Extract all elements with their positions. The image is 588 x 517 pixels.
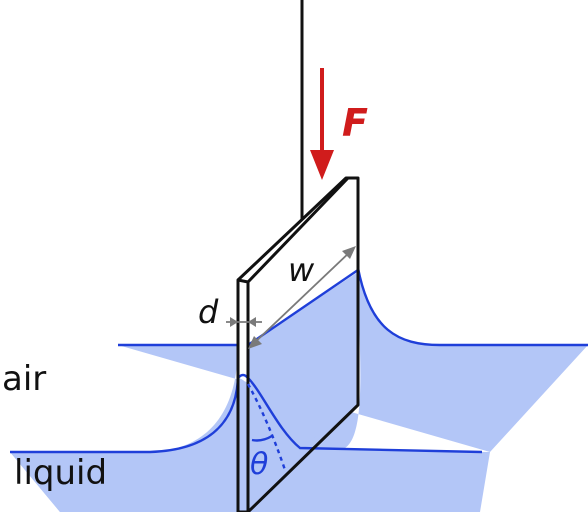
thickness-arrowhead-b — [248, 317, 256, 327]
liquid-front — [10, 378, 300, 512]
force-arrowhead — [310, 150, 334, 180]
contact-angle-tangent — [246, 383, 287, 471]
liquid-label: liquid — [14, 453, 108, 493]
width-arrowhead-b — [342, 246, 356, 259]
width-dimension-arrow — [251, 249, 353, 346]
meniscus-left-curve — [10, 377, 240, 454]
liquid-right-sheet — [248, 272, 358, 448]
contact-angle-arc — [251, 434, 273, 442]
width-label: w — [288, 251, 315, 289]
thickness-arrowhead-a — [230, 317, 238, 327]
meniscus-front-curve — [247, 377, 483, 454]
meniscus-right — [356, 267, 588, 347]
air-label: air — [2, 359, 47, 399]
thickness-label: d — [198, 293, 219, 331]
width-arrowhead-a — [248, 336, 262, 349]
contact-angle-label: θ — [250, 447, 269, 482]
plate-top-edge — [236, 176, 358, 282]
force-label: F — [342, 101, 368, 145]
